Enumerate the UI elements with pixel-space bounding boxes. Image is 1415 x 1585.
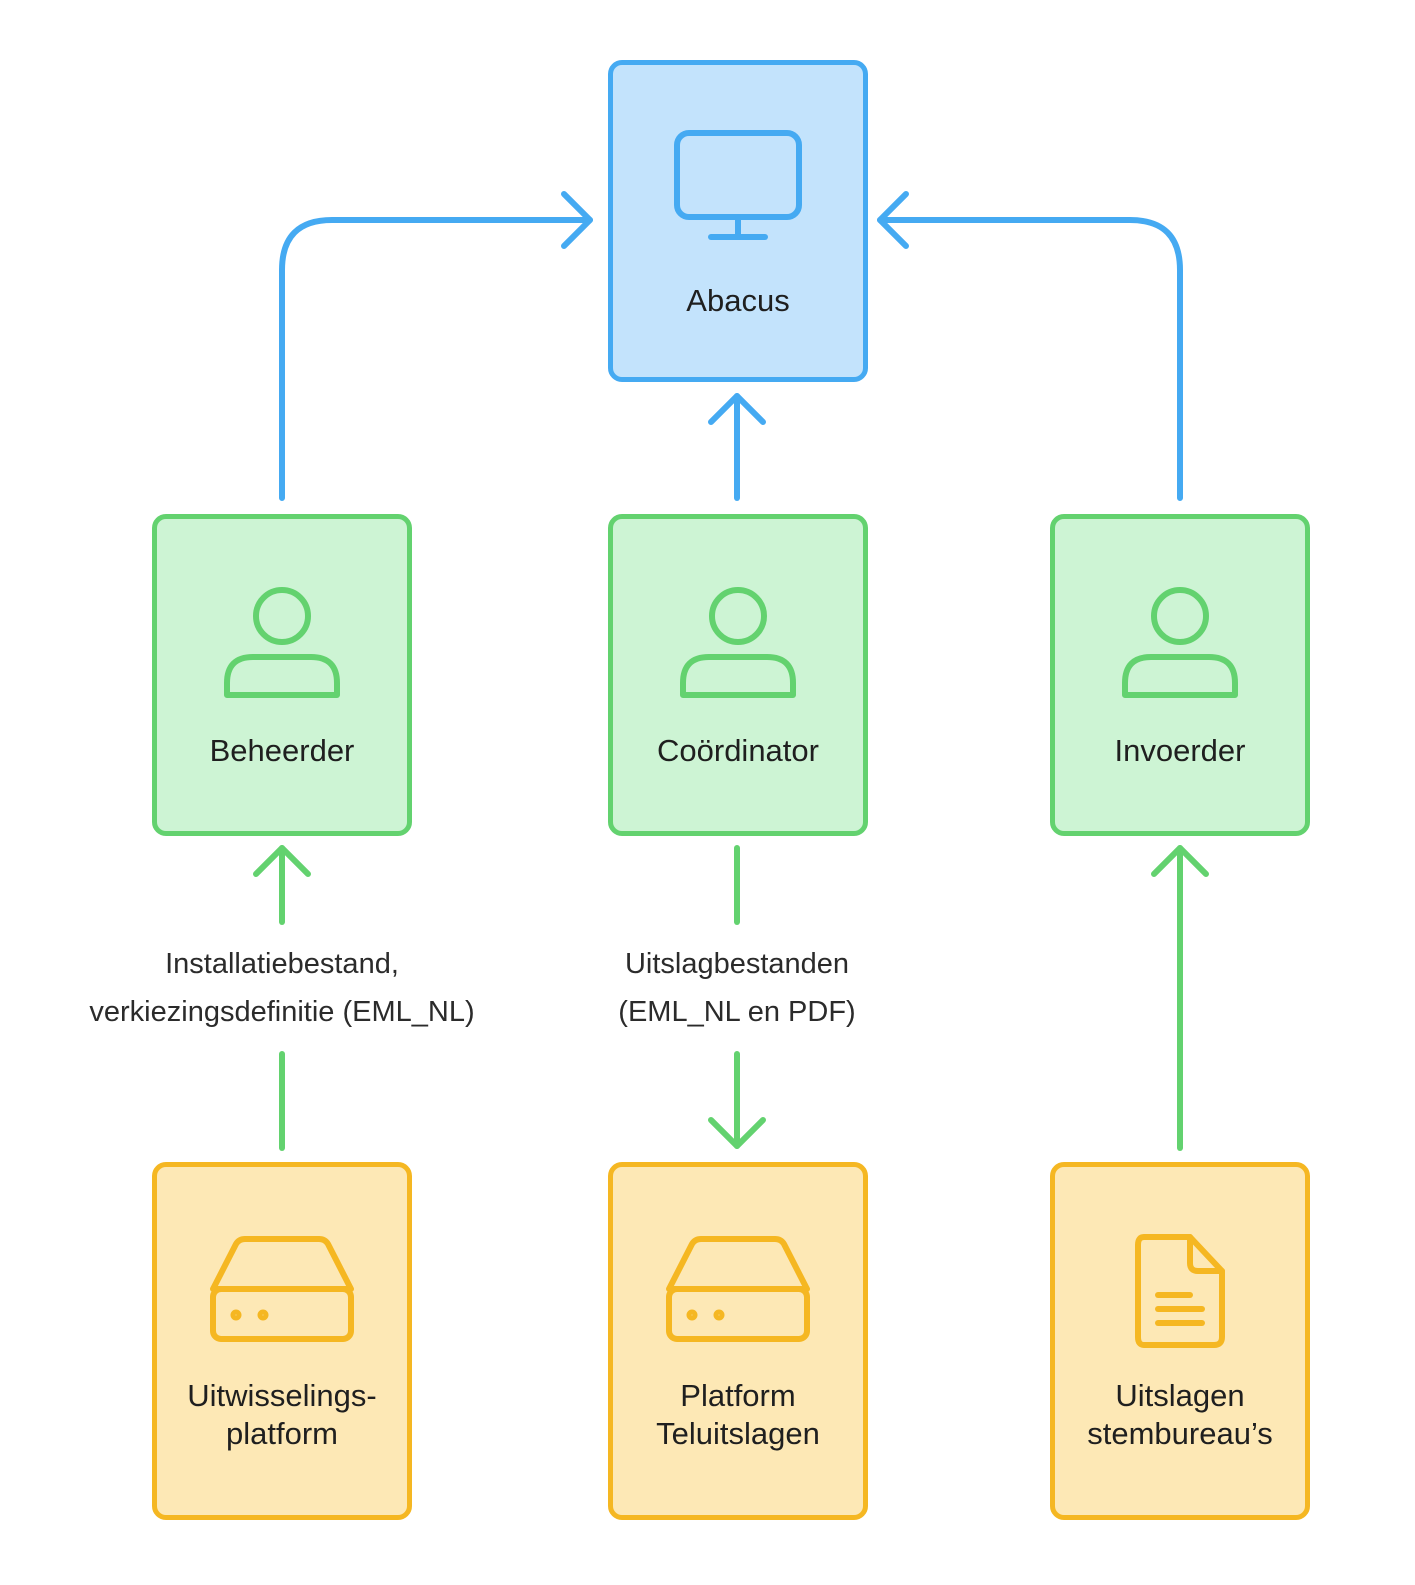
arrowhead-beheerder (253, 845, 311, 877)
node-uitslagen-stembureaus: Uitslagen stembureau’s (1050, 1162, 1310, 1520)
node-abacus-label: Abacus (686, 283, 790, 318)
node-invoerder-label: Invoerder (1114, 733, 1246, 768)
arrowhead-beheerder-abacus (561, 191, 593, 249)
node-uitwisselingsplatform: Uitwisselings- platform (152, 1162, 412, 1520)
monitor-icon (613, 129, 863, 241)
node-coordinator: Coördinator (608, 514, 868, 836)
user-icon (1055, 587, 1305, 701)
node-beheerder-label: Beheerder (209, 733, 355, 768)
arrowhead-coordinator-abacus (708, 393, 766, 425)
edge-invoerder-to-abacus (877, 217, 1183, 501)
node-invoerder: Invoerder (1050, 514, 1310, 836)
node-uitslagen-stembureaus-label: Uitslagen stembureau’s (1087, 1378, 1273, 1451)
document-icon (1055, 1233, 1305, 1349)
node-coordinator-label: Coördinator (657, 733, 819, 768)
user-icon (613, 587, 863, 701)
node-platform-teluitslagen: Platform Teluitslagen (608, 1162, 868, 1520)
node-platform-teluitslagen-label: Platform Teluitslagen (656, 1378, 820, 1451)
user-icon (157, 587, 407, 701)
edge-label-installatie: Installatiebestand, verkiezingsdefinitie… (89, 948, 475, 1028)
node-beheerder: Beheerder (152, 514, 412, 836)
edge-label-uitslag: Uitslagbestanden (EML_NL en PDF) (618, 948, 856, 1028)
server-icon (157, 1235, 407, 1343)
arrowhead-teluitslagen (708, 1117, 766, 1149)
arrowhead-invoerder-abacus (877, 191, 909, 249)
edge-beheerder-to-abacus (279, 217, 593, 501)
arrowhead-invoerder (1151, 845, 1209, 877)
node-abacus: Abacus (608, 60, 868, 382)
server-icon (613, 1235, 863, 1343)
node-uitwisselingsplatform-label: Uitwisselings- platform (187, 1378, 377, 1451)
